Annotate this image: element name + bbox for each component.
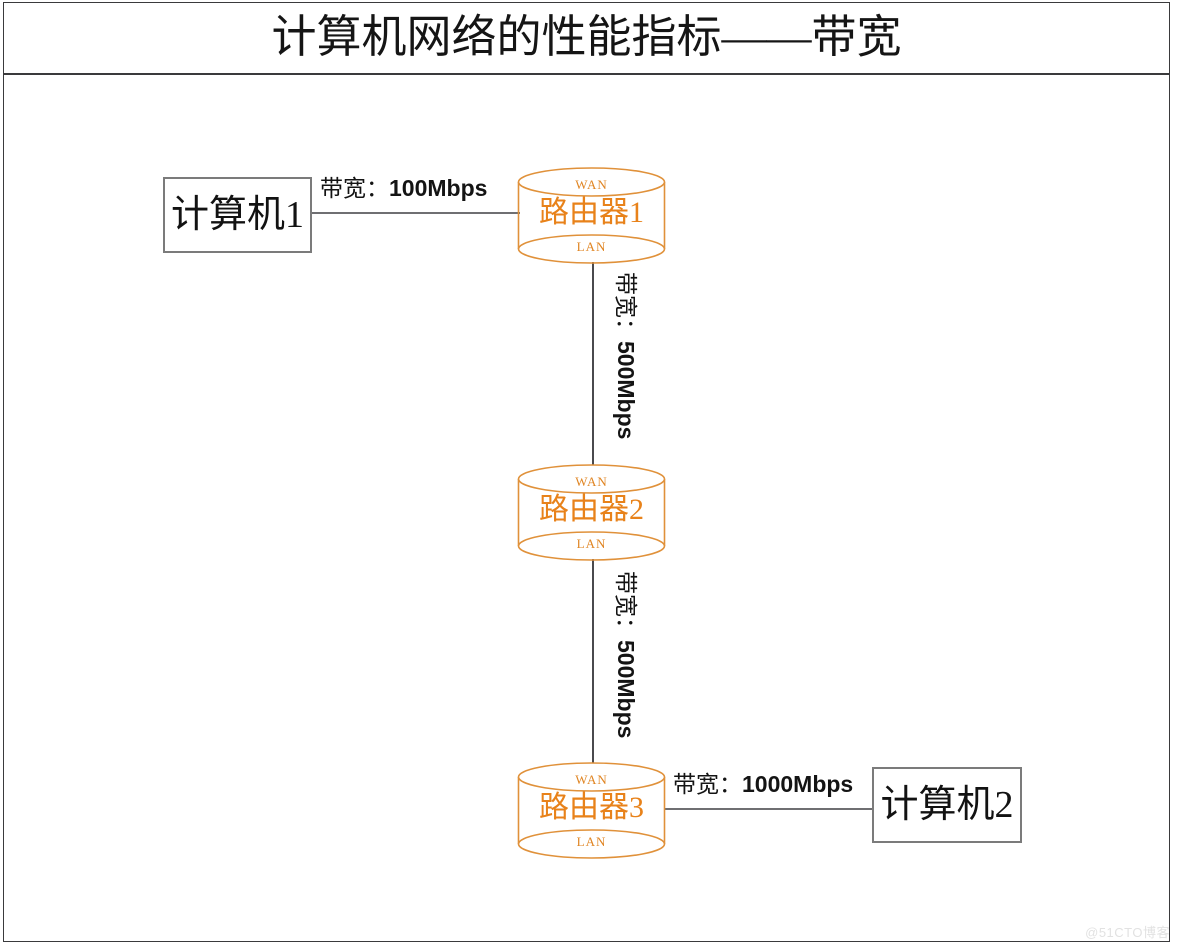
bandwidth-label-pc1-router1: 带宽：100Mbps <box>320 175 488 201</box>
link-router2-router3 <box>592 559 594 764</box>
link-router3-pc2 <box>664 808 874 810</box>
bandwidth-value: 100Mbps <box>389 175 488 201</box>
host-computer-1[interactable]: 计算机1 <box>163 177 312 253</box>
link-pc1-router1 <box>312 212 520 214</box>
router-1-name: 路由器1 <box>539 196 644 229</box>
router-2-wan-label: WAN <box>575 474 608 489</box>
cylinder-icon <box>517 762 666 859</box>
bandwidth-prefix: 带宽： <box>613 272 638 341</box>
router-3-name: 路由器3 <box>539 791 644 824</box>
bandwidth-value: 1000Mbps <box>742 771 854 797</box>
router-1-lan-label: LAN <box>576 239 607 254</box>
router-3-lan-label: LAN <box>576 834 607 849</box>
bandwidth-prefix: 带宽： <box>320 176 389 201</box>
router-2[interactable]: WAN 路由器2 LAN <box>517 464 666 561</box>
cylinder-icon <box>517 167 666 264</box>
bandwidth-label-router3-pc2: 带宽：1000Mbps <box>673 771 854 797</box>
watermark: @51CTO博客 <box>1085 925 1170 940</box>
bandwidth-label-router2-router3: 带宽：500Mbps <box>613 571 639 739</box>
bandwidth-prefix: 带宽： <box>673 772 742 797</box>
link-router1-router2 <box>592 262 594 466</box>
router-3[interactable]: WAN 路由器3 LAN <box>517 762 666 859</box>
router-3-wan-label: WAN <box>575 772 608 787</box>
router-1-wan-label: WAN <box>575 177 608 192</box>
bandwidth-value: 500Mbps <box>613 341 639 440</box>
cylinder-icon <box>517 464 666 561</box>
host-computer-2[interactable]: 计算机2 <box>872 767 1022 843</box>
router-1[interactable]: WAN 路由器1 LAN <box>517 167 666 264</box>
bandwidth-prefix: 带宽： <box>613 571 638 640</box>
bandwidth-value: 500Mbps <box>613 640 639 739</box>
title-band: 计算机网络的性能指标——带宽 <box>3 2 1170 75</box>
router-2-name: 路由器2 <box>539 493 644 526</box>
bandwidth-label-router1-router2: 带宽：500Mbps <box>613 272 639 440</box>
host-computer-1-label: 计算机1 <box>170 194 304 236</box>
router-2-lan-label: LAN <box>576 536 607 551</box>
host-computer-2-label: 计算机2 <box>880 784 1014 826</box>
page-title: 计算机网络的性能指标——带宽 <box>271 12 902 62</box>
